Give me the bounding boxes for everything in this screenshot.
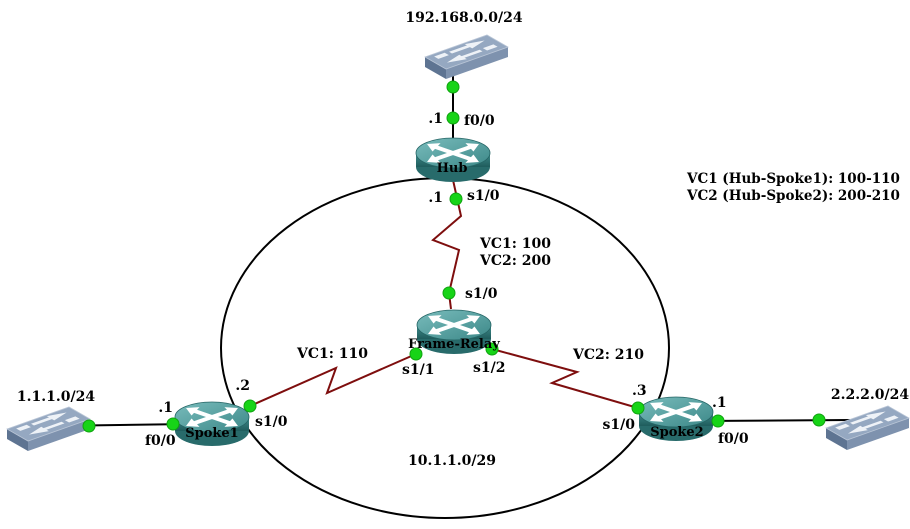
lan-switch-top-icon[interactable] bbox=[424, 34, 509, 80]
lan-switch-right-icon[interactable] bbox=[825, 405, 910, 451]
interface-label-spoke2-f00: f0/0 bbox=[718, 431, 749, 447]
status-dot bbox=[166, 417, 180, 431]
ip-label-spoke2-f00: .1 bbox=[712, 395, 727, 411]
vc-note-spoke2: VC2: 210 bbox=[572, 347, 644, 363]
status-dot bbox=[631, 401, 645, 415]
interface-label-hub-f00: f0/0 bbox=[464, 113, 495, 129]
lan-switch-left-icon[interactable] bbox=[6, 406, 91, 452]
ip-label-hub-s10: .1 bbox=[428, 190, 443, 206]
status-dot bbox=[82, 419, 96, 433]
ip-label-spoke1-s10: .2 bbox=[235, 378, 250, 394]
vc-note-hub-fr-vc1: VC1: 100 bbox=[479, 236, 551, 252]
interface-label-spoke1-f00: f0/0 bbox=[145, 433, 176, 449]
interface-label-hub-s10: s1/0 bbox=[467, 188, 500, 204]
network-label-serial-cloud: 10.1.1.0/29 bbox=[408, 453, 496, 469]
interface-label-fr-s11: s1/1 bbox=[402, 362, 434, 378]
annotation-note-line2: VC2 (Hub-Spoke2): 200-210 bbox=[686, 188, 900, 204]
interface-label-fr-s12: s1/2 bbox=[473, 360, 505, 376]
hub-label: Hub bbox=[437, 161, 468, 176]
vc-note-hub-fr-vc2: VC2: 200 bbox=[479, 253, 551, 269]
vc-note-spoke1: VC1: 110 bbox=[296, 346, 368, 362]
interface-label-spoke1-s10: s1/0 bbox=[255, 414, 288, 430]
ip-label-spoke2-s10: .3 bbox=[632, 383, 647, 399]
interface-label-spoke2-s10: s1/0 bbox=[603, 417, 636, 433]
ip-label-hub-f00: .1 bbox=[428, 111, 443, 127]
network-label-top: 192.168.0.0/24 bbox=[405, 10, 522, 26]
status-dot bbox=[442, 286, 456, 300]
annotation-note-line1: VC1 (Hub-Spoke1): 100-110 bbox=[686, 171, 900, 187]
status-dot bbox=[446, 111, 460, 125]
status-dot bbox=[446, 80, 460, 94]
spoke1-label: Spoke1 bbox=[185, 426, 238, 441]
network-label-right: 2.2.2.0/24 bbox=[831, 387, 909, 403]
frame-relay-label: Frame-Relay bbox=[408, 337, 500, 352]
status-dot bbox=[711, 414, 725, 428]
ip-label-spoke1-f00: .1 bbox=[158, 400, 173, 416]
interface-label-fr-s10: s1/0 bbox=[465, 286, 498, 302]
spoke2-label: Spoke2 bbox=[650, 425, 703, 440]
status-dot bbox=[243, 399, 257, 413]
network-label-left: 1.1.1.0/24 bbox=[17, 389, 95, 405]
serial-link-framerelay-spoke2[interactable] bbox=[491, 348, 639, 409]
status-dot bbox=[812, 413, 826, 427]
serial-link-framerelay-spoke1[interactable] bbox=[249, 353, 417, 407]
status-dot bbox=[449, 192, 463, 206]
